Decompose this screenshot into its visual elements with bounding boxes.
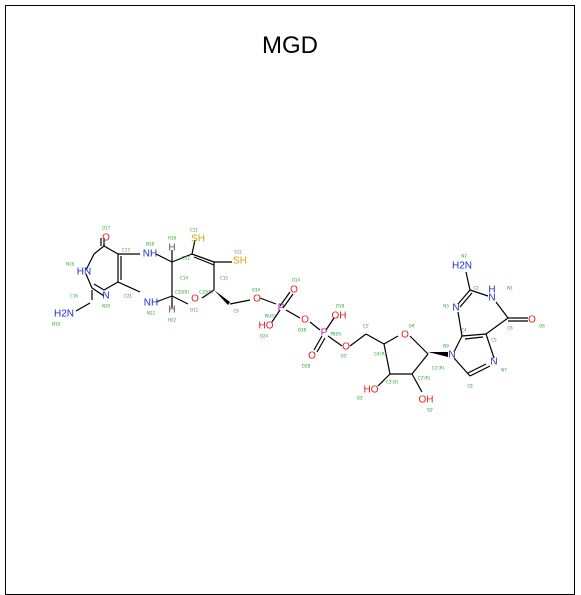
- label-c14: C14: [180, 276, 188, 281]
- atom-o4: O: [102, 233, 110, 244]
- atom-o4p: O: [401, 330, 409, 341]
- atom-o2b: O: [308, 351, 316, 362]
- label-c8: C8: [467, 384, 473, 389]
- label-o6: O6: [539, 324, 545, 329]
- label-c11: C11: [190, 228, 198, 233]
- atom-symbols: O HN H2N N NH NH H H O SH SH O O P HO O …: [54, 233, 536, 406]
- atom-oh2p: OH: [419, 395, 434, 406]
- atom-h9a: H: [168, 305, 175, 316]
- label-c16: C16: [70, 294, 78, 299]
- label-o11: O11: [190, 308, 199, 313]
- label-n3: N3: [443, 304, 449, 309]
- label-c2p: C2'(R): [418, 376, 431, 381]
- bonds: [75, 238, 528, 393]
- label-o1b: O1B: [336, 304, 345, 309]
- label-n2: N2: [461, 254, 467, 259]
- label-c9: C9: [233, 309, 239, 314]
- label-c6: C6: [507, 326, 513, 331]
- atom-o6g: O: [528, 315, 536, 326]
- label-o2p: O2': [427, 408, 434, 413]
- label-n16: N16: [66, 262, 75, 267]
- label-s12: S12: [234, 250, 242, 255]
- atom-hn1g: H: [488, 285, 495, 296]
- label-o3b: O3B: [298, 328, 307, 333]
- label-h18: H18: [168, 236, 177, 241]
- label-o4p: O4': [409, 324, 416, 329]
- label-n1: N1: [507, 286, 513, 291]
- label-n22: N22: [147, 311, 156, 316]
- atom-sh13: SH: [191, 234, 205, 245]
- atom-labels: O17 N18 C17 N16 H18 C11 C12 S12 C16 C15 …: [52, 226, 545, 413]
- label-o2b: O2B: [302, 364, 311, 369]
- atom-o1a: O: [290, 285, 298, 296]
- atom-o11: O: [191, 294, 199, 305]
- label-n19: N19: [52, 322, 61, 327]
- label-c21: C21: [124, 294, 132, 299]
- atom-oh1b: OH: [332, 311, 347, 322]
- atom-hn3: HN: [77, 267, 91, 278]
- label-c1p: C1'(R): [432, 366, 445, 371]
- atom-h2n: H2N: [54, 309, 74, 320]
- atom-n9g: N: [448, 350, 455, 361]
- label-c5: C5: [491, 338, 497, 343]
- label-n9: N9: [443, 344, 449, 349]
- atom-o5p: O: [342, 342, 350, 353]
- label-pb: PB(R): [330, 332, 341, 337]
- label-c4: C4: [461, 328, 467, 333]
- label-n7: N7: [501, 368, 507, 373]
- label-c20: C20(R): [175, 290, 189, 295]
- atom-n7g: N: [490, 357, 497, 368]
- label-c15: C15: [220, 276, 228, 281]
- atom-n3g: N: [452, 303, 459, 314]
- atom-h4a: H: [168, 243, 175, 254]
- atom-ho2a: HO: [259, 321, 274, 332]
- atom-pa: P: [278, 303, 285, 314]
- atom-pb: P: [321, 328, 328, 339]
- atom-ho3p: HO: [364, 385, 379, 396]
- page-title: MGD: [262, 32, 318, 59]
- label-n18: N18: [146, 242, 155, 247]
- label-c4p: C4'(R): [374, 352, 387, 357]
- label-c3p: C3'(S): [386, 380, 399, 385]
- label-c12: C12: [182, 256, 190, 261]
- atom-nh5: NH: [143, 249, 157, 260]
- atom-n1g: N: [488, 293, 495, 304]
- label-h22: H22: [168, 318, 177, 323]
- label-o3p: O3': [357, 396, 364, 401]
- label-n20: N20: [102, 304, 111, 309]
- atom-o3b: O: [301, 315, 309, 326]
- label-o3a: O3A: [252, 288, 261, 293]
- label-o2a: O2A: [260, 334, 269, 339]
- label-c2: C2: [473, 286, 479, 291]
- label-c5p: C5': [363, 324, 369, 329]
- diagram-frame: MGD: [5, 5, 575, 595]
- label-o1a: O1A: [292, 278, 301, 283]
- label-o17: O17: [102, 226, 111, 231]
- atom-sh12: SH: [233, 256, 247, 267]
- atom-n1: N: [102, 291, 109, 302]
- atom-nh2g: H2N: [452, 261, 472, 272]
- label-pa: PA(S): [265, 314, 276, 319]
- atom-o3a: O: [253, 294, 261, 305]
- label-o5b: O5': [341, 354, 348, 359]
- label-c17: C17: [122, 248, 130, 253]
- label-c10: C10(R): [199, 290, 213, 295]
- atom-nh8: NH: [144, 298, 158, 309]
